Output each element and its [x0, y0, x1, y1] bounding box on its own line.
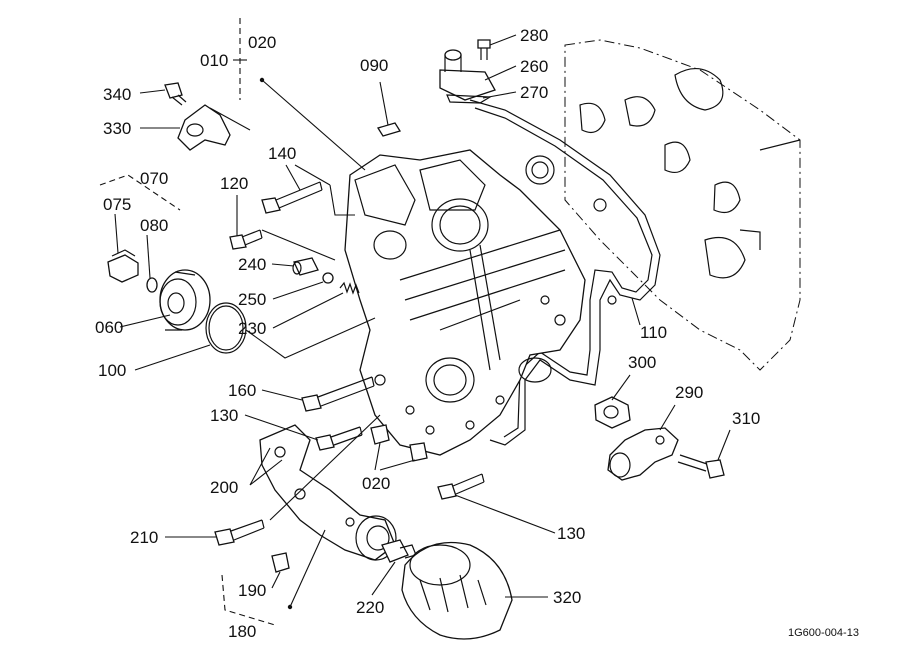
pulley-060: [159, 269, 211, 331]
label-010: 010: [200, 51, 228, 70]
label-020-lower: 020: [362, 474, 390, 493]
thermostat-cover: [439, 39, 496, 104]
plug-190: [271, 552, 290, 573]
ball-250: [322, 272, 334, 284]
label-075: 075: [103, 195, 131, 214]
gear-case: [344, 149, 586, 456]
dowel-pin: [376, 122, 402, 137]
engine-block-outline: [564, 39, 801, 371]
bolt-310: [677, 454, 725, 479]
label-120: 120: [220, 174, 248, 193]
bolt-130-upper: [315, 426, 363, 451]
label-270: 270: [520, 83, 548, 102]
label-230: 230: [238, 319, 266, 338]
label-160: 160: [228, 381, 256, 400]
label-240: 240: [238, 255, 266, 274]
o-ring-100: [205, 302, 247, 354]
label-140: 140: [268, 144, 296, 163]
label-210: 210: [130, 528, 158, 547]
plug-075: [107, 249, 158, 293]
bushing-240: [292, 257, 319, 276]
label-200: 200: [210, 478, 238, 497]
bolt-140: [261, 181, 323, 214]
label-320: 320: [553, 588, 581, 607]
leader-lines: [99, 18, 731, 626]
spring-230: [339, 281, 360, 295]
label-340: 340: [103, 85, 131, 104]
callout-labels: 010 020 090 280 260 270 340 330 140 070 …: [95, 26, 859, 641]
label-080: 080: [140, 216, 168, 235]
speed-sensor: [164, 82, 231, 151]
gasket-300: [594, 396, 631, 429]
bolt-130-lower: [437, 473, 485, 500]
label-130-upper: 130: [210, 406, 238, 425]
label-070: 070: [140, 169, 168, 188]
water-flange-290: [607, 427, 679, 481]
drawing-code: 1G600-004-13: [788, 627, 859, 639]
plugs-020: [370, 424, 428, 462]
label-090: 090: [360, 56, 388, 75]
label-250: 250: [238, 290, 266, 309]
label-300: 300: [628, 353, 656, 372]
label-130-lower: 130: [557, 524, 585, 543]
bolt-120: [229, 229, 263, 250]
label-310: 310: [732, 409, 760, 428]
label-060: 060: [95, 318, 123, 337]
bolt-210: [214, 519, 265, 546]
label-330: 330: [103, 119, 131, 138]
oil-filter: [401, 541, 513, 640]
label-180: 180: [228, 622, 256, 641]
label-260: 260: [520, 57, 548, 76]
label-220: 220: [356, 598, 384, 617]
label-020-upper: 020: [248, 33, 276, 52]
label-190: 190: [238, 581, 266, 600]
bolt-160: [301, 376, 375, 412]
label-280: 280: [520, 26, 548, 45]
fitting-220: [381, 539, 417, 563]
label-100: 100: [98, 361, 126, 380]
label-290: 290: [675, 383, 703, 402]
label-110: 110: [640, 323, 667, 342]
